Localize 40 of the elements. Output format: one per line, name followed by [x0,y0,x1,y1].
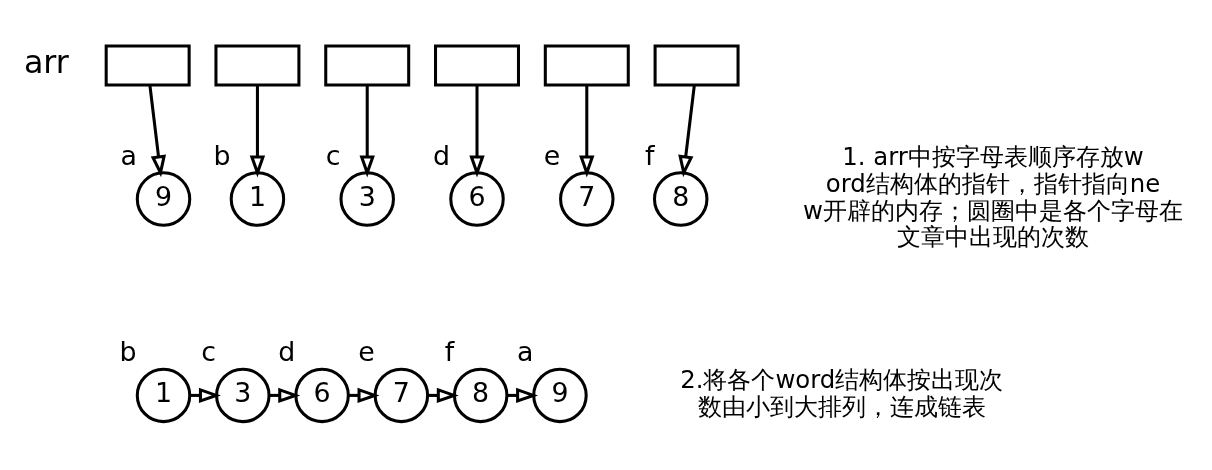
node-box [653,44,740,87]
node-label: f [644,139,655,171]
node-label: b [119,336,137,368]
node-label: b [213,139,231,171]
node-box [214,44,301,87]
node-circle: 6 [449,171,505,227]
node-label: a [516,336,534,368]
node-circle: 6 [294,367,350,424]
node-circle: 7 [373,367,430,424]
node-box [543,44,630,87]
node-label: d [433,139,451,171]
node-circle: 9 [532,367,588,424]
node-circle: 8 [652,171,709,227]
node-label: d [278,336,296,368]
node-circle: 8 [452,367,509,424]
label: arr [23,44,69,81]
node-circle: 1 [229,171,286,227]
node-box [324,44,411,87]
node-circle: 9 [135,171,192,227]
arrow [359,85,375,178]
arrow [579,85,595,178]
arrow [469,85,485,178]
node-circle: 7 [559,171,615,227]
node-box [104,44,191,87]
arrow [249,85,266,178]
label: 2.将各个word结构体按出现次数由小到大排列，连成链表 [680,365,1004,421]
arrow [678,85,696,178]
arrow [348,387,380,404]
node-circle: 3 [215,367,271,424]
node-label: a [120,139,137,171]
node-label: f [444,336,455,368]
label: 1. arr中按字母表顺序存放word结构体的指针，指针指向new开辟的内存；圆圈中是各个字母在文章中出现的次数 [803,141,1183,252]
node-label: c [201,336,217,368]
node-label: e [543,139,561,171]
node-circle: 3 [339,171,395,227]
arrow [148,85,167,178]
node-label: e [358,336,375,368]
node-box [434,44,520,87]
node-label: c [325,139,341,171]
node-circle: 1 [135,367,192,424]
